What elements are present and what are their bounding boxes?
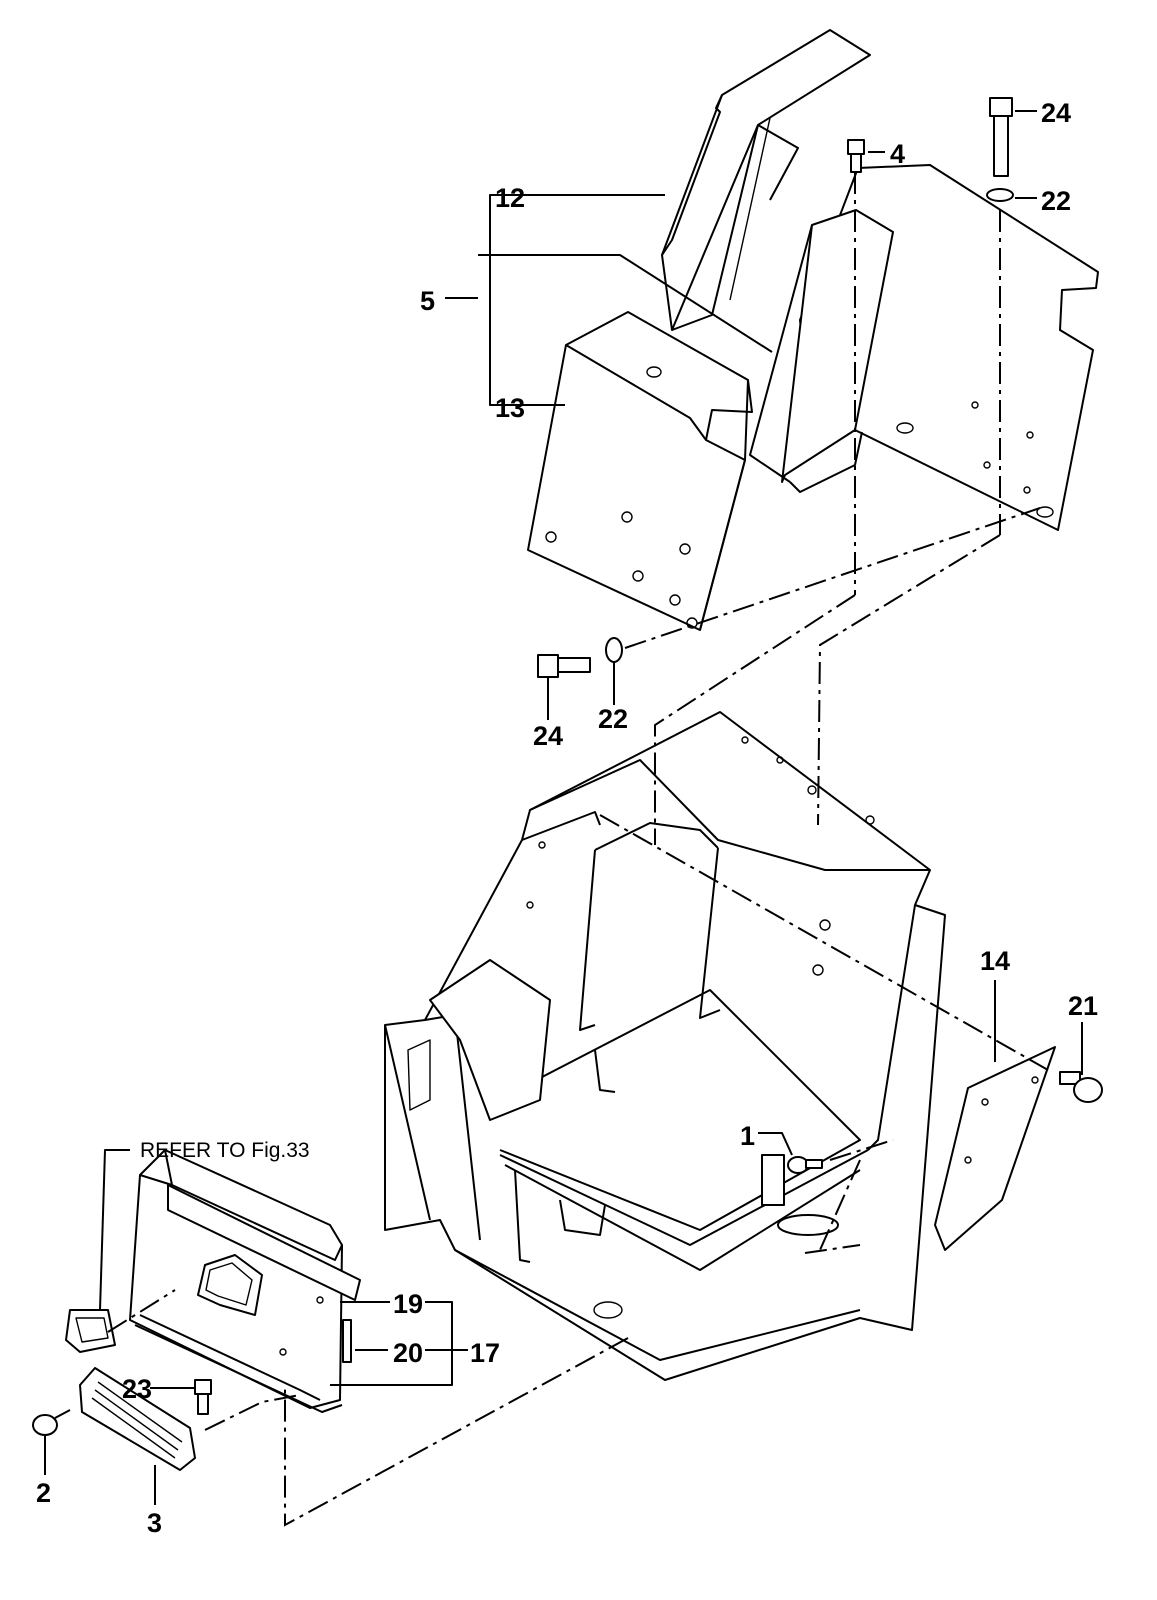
- bolt-24-left: [537, 654, 591, 678]
- label-24-left: 24: [533, 721, 563, 751]
- grille-3: [79, 1367, 196, 1471]
- label-13: 13: [495, 393, 525, 423]
- bolt-4: [847, 139, 865, 173]
- strip-20: [342, 1319, 352, 1363]
- reference-note: REFER TO Fig.33: [140, 1139, 310, 1162]
- side-panel-14: [934, 1046, 1056, 1251]
- ashtray-ref-33: [65, 1309, 116, 1353]
- label-21: 21: [1068, 991, 1098, 1021]
- cover-panel-12: [661, 29, 871, 331]
- bolt-21: [1059, 1071, 1103, 1103]
- seal-19: [167, 1184, 361, 1301]
- label-1: 1: [740, 1121, 755, 1151]
- label-5: 5: [420, 286, 435, 316]
- screw-2: [32, 1409, 71, 1436]
- label-22-top: 22: [1041, 186, 1071, 216]
- fastener-1: [787, 1156, 823, 1174]
- label-17: 17: [470, 1338, 500, 1368]
- leader-lines: [44, 110, 1083, 1505]
- washer-22-top: [986, 188, 1014, 202]
- label-20: 20: [393, 1338, 423, 1368]
- label-23: 23: [122, 1374, 152, 1404]
- part-labels: 24 22 4 12 5 13 24 22 14 21 1 19 20 17 2…: [36, 98, 1098, 1538]
- label-3: 3: [147, 1508, 162, 1538]
- label-14: 14: [980, 946, 1010, 976]
- cover-panel-13: [527, 311, 753, 631]
- label-12: 12: [495, 183, 525, 213]
- label-19: 19: [393, 1289, 423, 1319]
- cover-panel-rear: [749, 164, 1099, 531]
- label-4: 4: [890, 139, 905, 169]
- front-panel-17: [129, 1149, 343, 1413]
- washer-22-left: [605, 637, 623, 663]
- label-24-top: 24: [1041, 98, 1071, 128]
- bolt-23: [194, 1379, 212, 1415]
- label-2: 2: [36, 1478, 51, 1508]
- seat-frame-body: [384, 711, 946, 1381]
- assembly-dash-lines: [107, 172, 1049, 1527]
- bolt-24-top: [989, 97, 1013, 177]
- label-22-left: 22: [598, 704, 628, 734]
